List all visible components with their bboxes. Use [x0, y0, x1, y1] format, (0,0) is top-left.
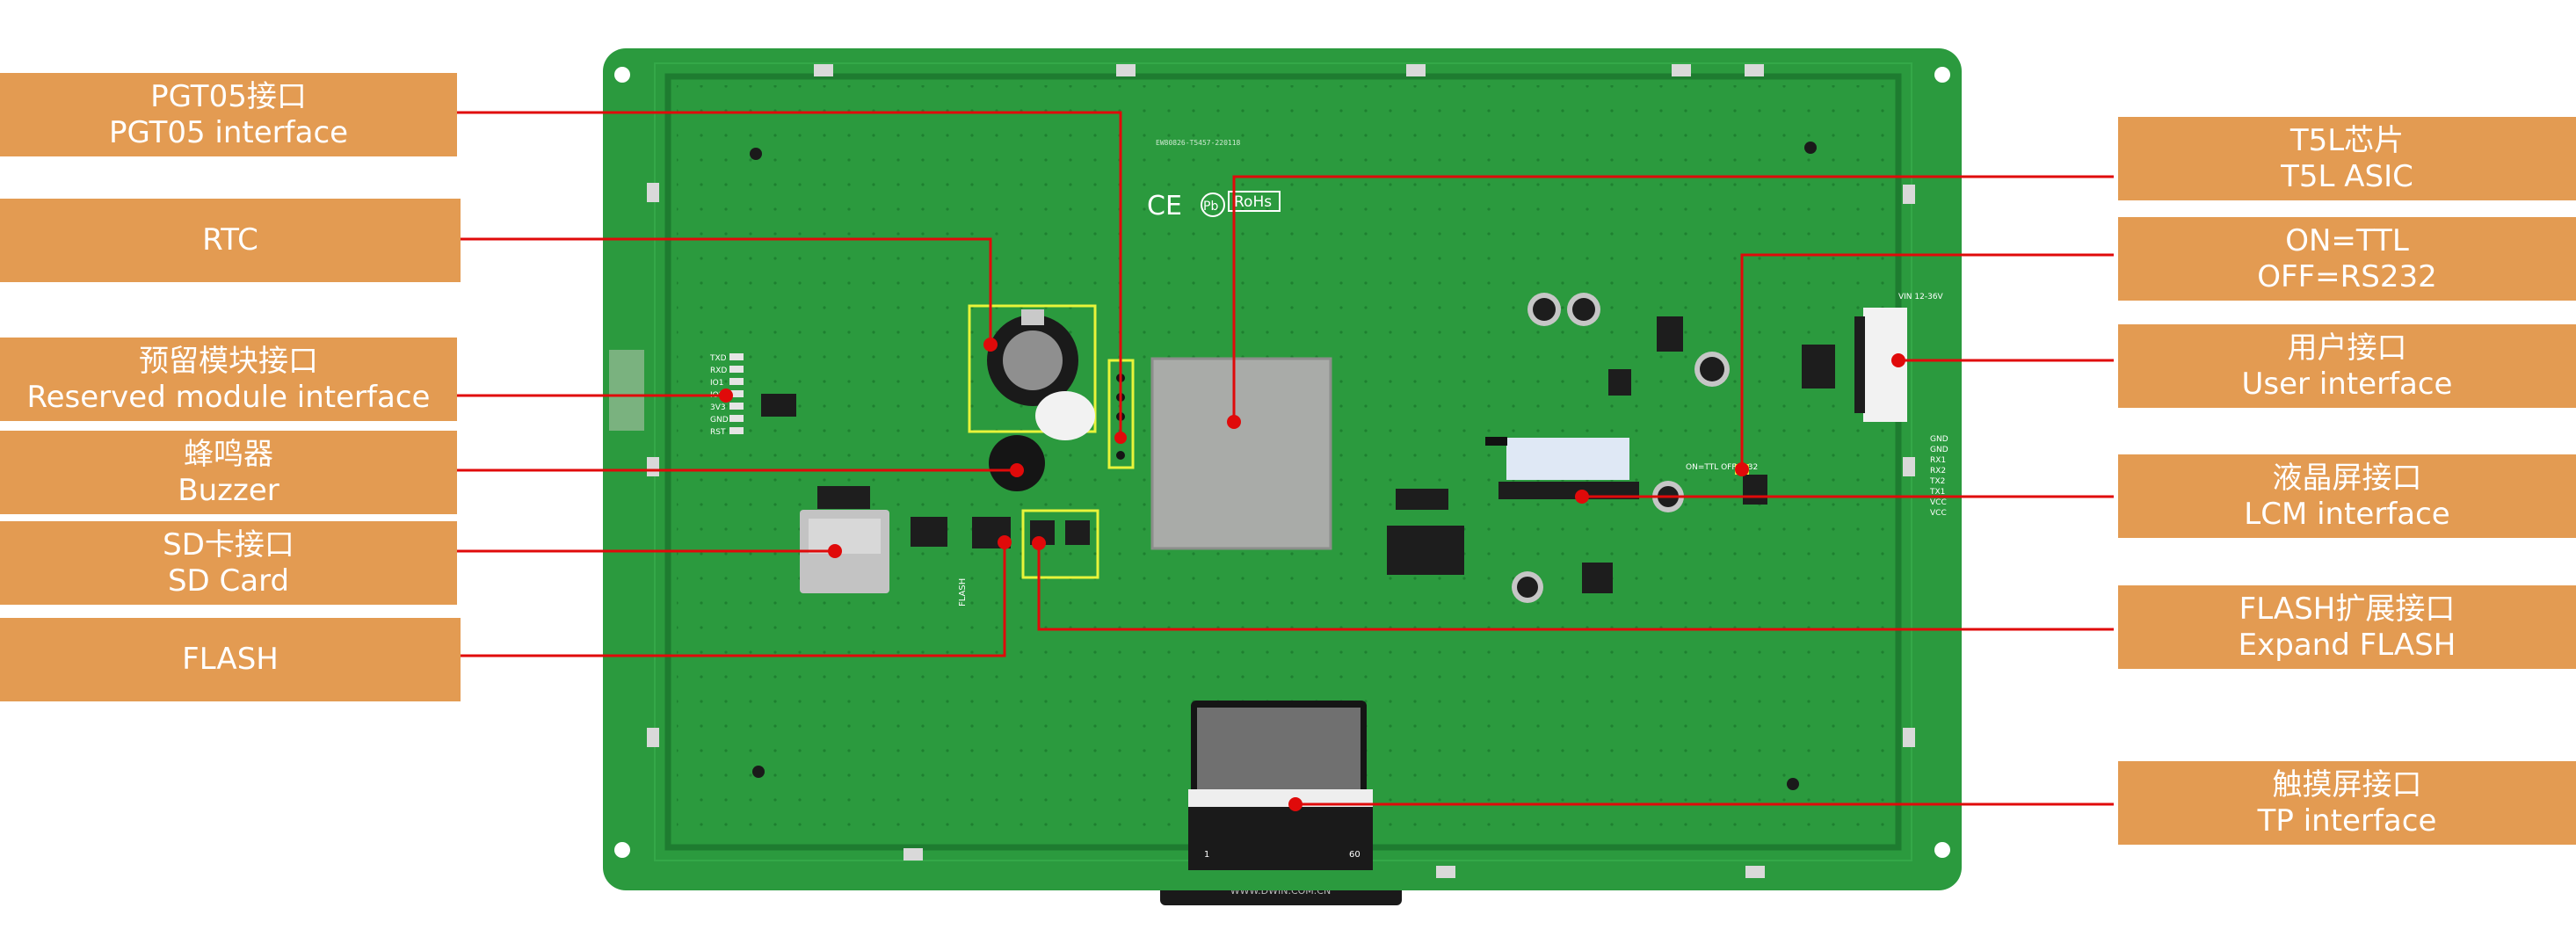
module-pin-rxd: RXD [710, 367, 727, 375]
module-pin-io1: IO1 [710, 379, 723, 388]
pin-vcc-1: VCC [1930, 498, 1947, 507]
label-t5l-asic-cn: T5L芯片 [2289, 122, 2405, 158]
label-t5l-asic: T5L芯片 T5L ASIC [2118, 117, 2576, 200]
module-pin-gnd: GND [710, 416, 729, 425]
vin-silk: VIN 12-36V [1898, 293, 1944, 301]
reserved-module-header [729, 353, 744, 434]
reserved-module-antenna [609, 350, 644, 431]
rohs-mark: RoHs [1234, 193, 1272, 211]
label-tp-interface-cn: 触摸屏接口 [2272, 766, 2422, 802]
label-buzzer-en: Buzzer [178, 472, 279, 508]
fpc-pin-60: 60 [1349, 850, 1361, 860]
firmware-code-text: EW80826-T5457-220118 [1156, 139, 1241, 147]
label-buzzer: 蜂鸣器 Buzzer [0, 431, 457, 514]
flash-silk: FLASH [958, 578, 968, 606]
leader-t5l [1232, 175, 2114, 422]
label-user-interface-en: User interface [2241, 366, 2453, 402]
pin-rx2: RX2 [1930, 467, 1946, 476]
label-pgt05-cn: PGT05接口 [150, 78, 307, 114]
label-tp-interface-en: TP interface [2257, 802, 2437, 839]
fpc-pin-1: 1 [1204, 850, 1209, 860]
leader-flash [457, 542, 1006, 657]
power-capacitors [1512, 293, 1730, 603]
leader-rtc [457, 237, 992, 345]
label-t5l-asic-en: T5L ASIC [2281, 158, 2413, 194]
driver-ic [1387, 526, 1464, 575]
label-flash: FLASH [0, 618, 461, 701]
leader-ttl [1740, 253, 2114, 469]
label-reserved-module-cn: 预留模块接口 [139, 343, 318, 379]
leader-endpoints [719, 338, 1905, 811]
label-rs232-text: OFF=RS232 [2257, 258, 2437, 294]
label-rtc: RTC [0, 199, 461, 282]
label-sd-card: SD卡接口 SD Card [0, 521, 457, 605]
rtc-foam [1035, 391, 1095, 440]
label-sd-card-cn: SD卡接口 [163, 526, 294, 563]
onoff-silk: ON=TTL OFF=232 [1686, 463, 1758, 472]
pin-gnd-1: GND [1930, 435, 1948, 444]
label-lcm-interface-en: LCM interface [2244, 496, 2450, 532]
label-reserved-module: 预留模块接口 Reserved module interface [0, 338, 457, 421]
label-buzzer-cn: 蜂鸣器 [184, 436, 273, 472]
leader-pgt05 [457, 111, 1122, 438]
expand-flash-highlight-box [1021, 509, 1099, 579]
rtc-highlight-box [968, 304, 1097, 433]
pin-tx1: TX1 [1929, 488, 1945, 497]
pin-gnd-2: GND [1930, 446, 1948, 454]
pin-vcc-2: VCC [1930, 509, 1947, 518]
label-sd-card-en: SD Card [167, 563, 290, 599]
label-pgt05: PGT05接口 PGT05 interface [0, 73, 457, 156]
label-lcm-interface: 液晶屏接口 LCM interface [2118, 454, 2576, 538]
module-pin-3v3: 3V3 [710, 403, 726, 412]
label-rtc-text: RTC [202, 222, 258, 258]
label-flash-text: FLASH [182, 642, 279, 678]
lcm-connector [1506, 438, 1629, 480]
module-pin-rst: RST [710, 428, 726, 437]
module-pin-txd: TXD [709, 354, 727, 363]
label-reserved-module-en: Reserved module interface [26, 379, 431, 415]
leader-expand-flash [1037, 543, 2114, 631]
label-user-interface-cn: 用户接口 [2287, 330, 2407, 366]
pb-mark: Pb [1203, 200, 1218, 214]
t5l-asic-chip [1152, 359, 1331, 548]
ce-mark: CE [1147, 191, 1182, 221]
label-lcm-interface-cn: 液晶屏接口 [2272, 460, 2422, 496]
label-expand-flash-cn: FLASH扩展接口 [2239, 591, 2456, 627]
pin-tx2: TX2 [1929, 477, 1945, 486]
flash-chip-1 [911, 517, 947, 547]
edge-pads [647, 64, 1915, 878]
label-ttl-text: ON=TTL [2285, 222, 2409, 258]
pin-rx1: RX1 [1930, 456, 1946, 465]
label-expand-flash: FLASH扩展接口 Expand FLASH [2118, 585, 2576, 669]
label-tp-interface: 触摸屏接口 TP interface [2118, 761, 2576, 845]
leader-lines [457, 111, 2114, 806]
label-pgt05-en: PGT05 interface [108, 114, 349, 150]
label-ttl-rs232: ON=TTL OFF=RS232 [2118, 217, 2576, 301]
label-expand-flash-en: Expand FLASH [2238, 627, 2456, 663]
label-user-interface: 用户接口 User interface [2118, 324, 2576, 408]
